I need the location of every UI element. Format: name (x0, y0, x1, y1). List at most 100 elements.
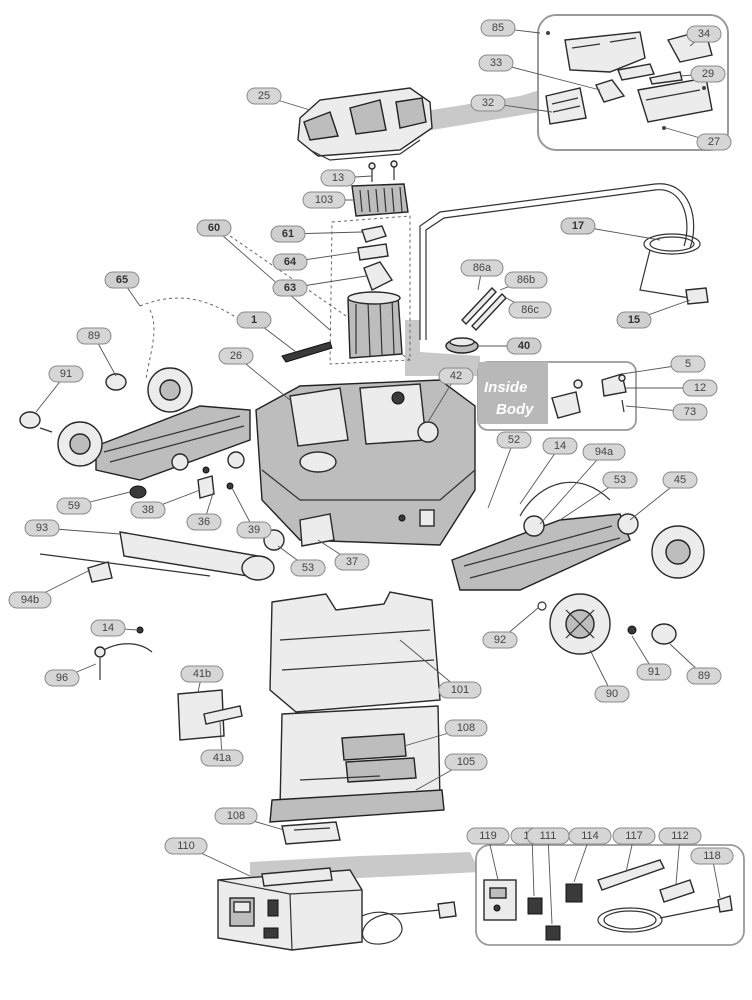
label-pill (196, 219, 232, 237)
label-pill (672, 403, 708, 421)
label-text: 53 (614, 474, 626, 486)
filter-frame-105 (269, 705, 445, 823)
label-pill (658, 827, 702, 845)
part-label-64: 64 (272, 253, 308, 271)
label-pill (542, 437, 578, 455)
filter-bag-101 (269, 591, 441, 713)
label-text: 94a (595, 446, 614, 458)
part-label-119: 119 (466, 827, 510, 845)
part-label-103: 103 (302, 191, 346, 209)
label-pill (616, 311, 652, 329)
part-label-112: 112 (658, 827, 702, 845)
label-pill (56, 497, 92, 515)
label-text: 91 (60, 368, 72, 380)
part-label-92: 92 (482, 631, 518, 649)
label-text: 108 (457, 722, 475, 734)
label-pill (482, 631, 518, 649)
label-pill (582, 443, 626, 461)
power-supply-110 (217, 867, 457, 951)
label-text: 105 (457, 756, 475, 768)
left-screw-91 (19, 411, 53, 433)
label-text: 29 (702, 68, 714, 80)
label-text: 96 (56, 672, 68, 684)
label-text: 91 (648, 666, 660, 678)
small-parts-left (129, 466, 234, 499)
label-pill (470, 94, 506, 112)
label-pill (90, 619, 126, 637)
label-text: 110 (177, 840, 195, 852)
part-label-42: 42 (438, 367, 474, 385)
label-text: 5 (685, 358, 691, 370)
label-text: 103 (315, 194, 333, 206)
label-pill (478, 54, 514, 72)
label-text: 114 (581, 830, 599, 842)
screws-13 (368, 160, 398, 182)
part-label-41a: 41a (200, 749, 244, 767)
part-label-114: 114 (568, 827, 612, 845)
label-text: 112 (671, 830, 689, 842)
label-pill (200, 749, 244, 767)
bracket-41b (177, 689, 225, 741)
label-pill (186, 513, 222, 531)
label-text: 15 (628, 314, 640, 326)
right-track-assembly (451, 481, 705, 591)
part-label-1: 1 (236, 311, 272, 329)
label-text: 89 (698, 670, 710, 682)
part-label-17: 17 (560, 217, 596, 235)
part-label-108b: 108 (214, 807, 258, 825)
part-label-39: 39 (236, 521, 272, 539)
part-label-94a: 94a (582, 443, 626, 461)
label-text: 86c (521, 304, 539, 316)
part-label-12: 12 (682, 379, 718, 397)
roller-93 (119, 531, 275, 581)
part-label-96: 96 (44, 669, 80, 687)
label-text: 38 (142, 504, 154, 516)
label-pill (236, 521, 272, 539)
part-label-111: 111 (526, 827, 570, 845)
right-hubcap-89 (651, 623, 677, 645)
label-text: 61 (282, 228, 294, 240)
label-text: 41b (193, 668, 211, 680)
label-pill (670, 355, 706, 373)
label-pill (602, 471, 638, 489)
label-text: 118 (703, 850, 721, 862)
label-pill (560, 217, 596, 235)
part-label-13: 13 (320, 169, 356, 187)
label-pill (612, 827, 656, 845)
label-text: 119 (479, 830, 497, 842)
leader-111 (547, 835, 553, 925)
label-text: 40 (518, 340, 530, 352)
part-label-101: 101 (438, 681, 482, 699)
part-label-105: 105 (444, 753, 488, 771)
part-label-60: 60 (196, 219, 232, 237)
part-label-32: 32 (470, 94, 506, 112)
label-pill (690, 847, 734, 865)
label-pill (272, 279, 308, 297)
part-label-36: 36 (186, 513, 222, 531)
label-text: 33 (490, 57, 502, 69)
label-pill (506, 337, 542, 355)
label-pill (636, 663, 672, 681)
filter-108-bottom (281, 821, 341, 845)
right-screw-91 (627, 625, 637, 635)
inside-label: Inside (484, 379, 527, 396)
part-label-86a: 86a (460, 259, 504, 277)
label-pill (682, 379, 718, 397)
clip-41a (203, 705, 243, 725)
label-text: 59 (68, 500, 80, 512)
label-text: 17 (572, 220, 584, 232)
label-pill (686, 25, 722, 43)
label-pill (180, 665, 224, 683)
top-handle-25 (297, 87, 433, 161)
label-text: 36 (198, 516, 210, 528)
label-text: 14 (554, 440, 566, 452)
label-text: 14 (102, 622, 114, 634)
part-label-53: 53 (602, 471, 638, 489)
label-text: 90 (606, 688, 618, 700)
label-text: 25 (258, 90, 270, 102)
label-pill (44, 669, 80, 687)
label-text: 53 (302, 562, 314, 574)
label-text: 94b (21, 594, 39, 606)
part-label-63: 63 (272, 279, 308, 297)
